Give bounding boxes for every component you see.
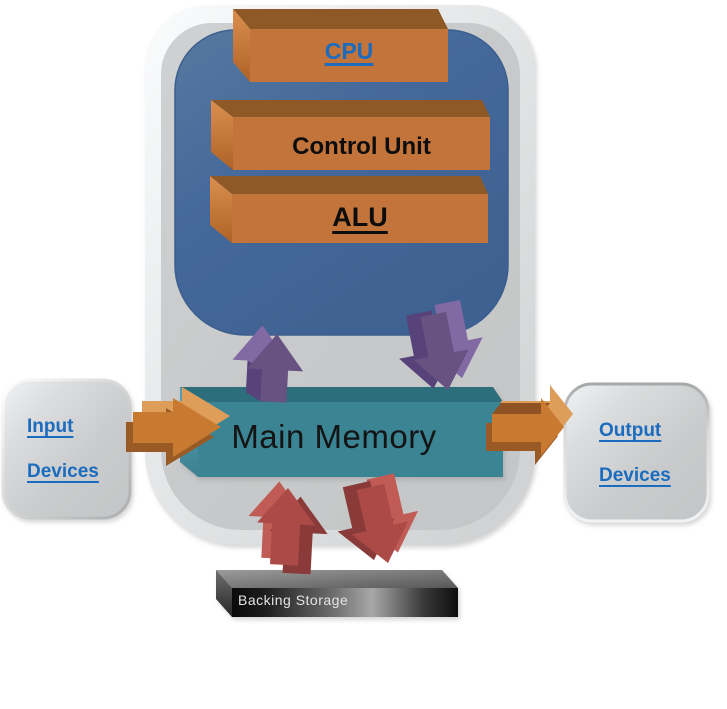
memory-to-output-arrow	[486, 385, 573, 465]
main-memory-box-top	[180, 387, 503, 402]
alu-box-top	[210, 176, 488, 194]
output-devices-box	[563, 382, 710, 523]
cpu-box-front	[250, 29, 448, 82]
alu-box-side	[210, 176, 232, 243]
control-unit-box-top	[211, 100, 490, 117]
input-devices-box	[1, 378, 132, 520]
arrow-down-purple-front	[413, 311, 469, 390]
control-unit-box	[211, 100, 490, 170]
output-devices-label-line2[interactable]: Devices	[599, 465, 671, 486]
output-devices-label-line1[interactable]: Output	[599, 420, 662, 441]
arrow-right-orange-front	[133, 398, 221, 457]
control-unit-box-front	[233, 117, 490, 170]
backing-storage-bar	[216, 570, 458, 617]
backing-storage-top	[216, 570, 458, 588]
input-devices-label-line1[interactable]: Input	[27, 416, 74, 437]
arrow-right-orange2-front	[492, 398, 564, 456]
cpu-box	[233, 9, 448, 82]
arrow-down-red-front	[351, 483, 409, 563]
main-memory-box	[180, 387, 503, 477]
arrow-up-purple-front	[247, 334, 304, 403]
input-devices-label-line2[interactable]: Devices	[27, 461, 99, 482]
cpu-to-memory-arrow	[399, 300, 483, 390]
memory-to-cpu-arrow	[232, 325, 304, 403]
input-to-memory-arrow	[126, 387, 230, 466]
main-memory-box-front	[198, 402, 503, 477]
cpu-label[interactable]: CPU	[324, 38, 374, 64]
alu-box-front	[232, 194, 488, 243]
alu-box	[210, 176, 488, 243]
memory-to-storage-arrow	[337, 473, 419, 563]
backing-storage-side	[216, 570, 232, 617]
arrow-up-red-front	[257, 488, 316, 566]
cpu-box-top	[233, 9, 448, 29]
storage-to-memory-arrow	[248, 481, 328, 575]
cpu-box-side	[233, 9, 250, 82]
arrow-right-orange2-inner	[492, 403, 550, 414]
control-unit-box-side	[211, 100, 233, 170]
arrow-up-purple-shadow	[245, 360, 263, 402]
backing-storage-front	[232, 588, 458, 617]
